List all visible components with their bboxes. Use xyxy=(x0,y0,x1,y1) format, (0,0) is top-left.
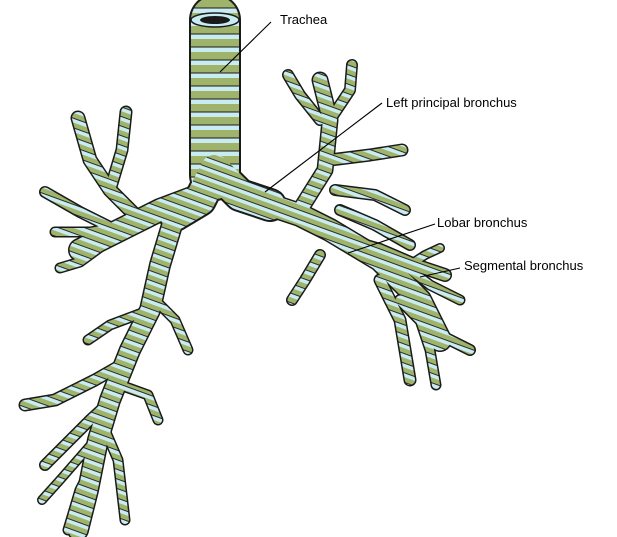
left-principal-bronchus-label: Left principal bronchus xyxy=(386,95,517,110)
segmental-bronchus-label: Segmental bronchus xyxy=(464,258,584,273)
tracheal-lumen-inner xyxy=(200,16,230,24)
trachea-label: Trachea xyxy=(280,12,328,27)
airway-tree xyxy=(25,13,470,530)
lobar-bronchus-label: Lobar bronchus xyxy=(437,215,528,230)
